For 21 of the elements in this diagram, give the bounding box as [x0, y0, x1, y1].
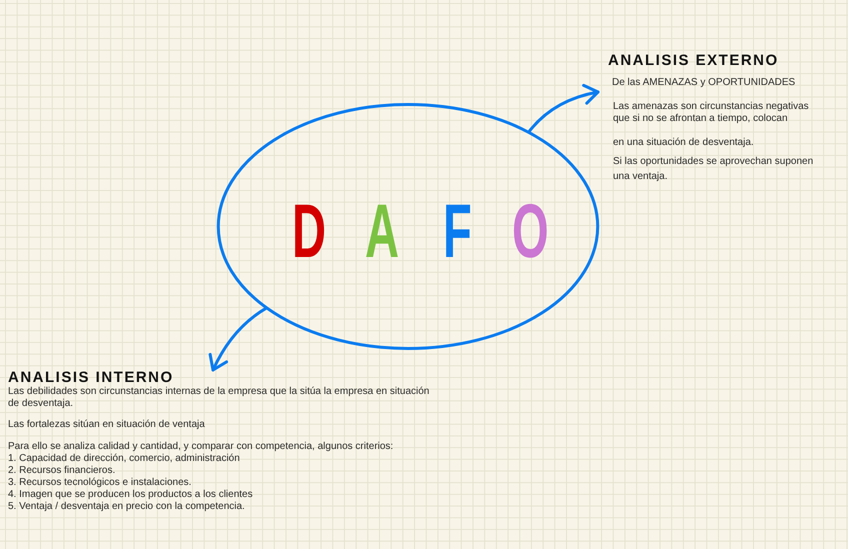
- section-heading: ANALISIS INTERNO: [8, 370, 174, 386]
- note-text: Si las oportunidades se aprovechan suponen una ventaja.: [613, 155, 814, 184]
- criteria-list-item: 4. Imagen que se producen los productos a los clientes: [8, 489, 253, 501]
- note-text: Las amenazas son circunstancias negativas que si no se afrontan a tiempo, colocan: [613, 101, 810, 125]
- dafo-letter: A: [365, 203, 400, 261]
- curved-arrow: [209, 306, 268, 372]
- section-heading: ANALISIS EXTERNO: [608, 52, 779, 70]
- dafo-letter: F: [443, 203, 472, 261]
- criteria-list-item: 5. Ventaja / desventaja en precio con la competencia.: [8, 501, 245, 513]
- note-text: Las debilidades son circunstancias internas de la empresa que la sitúa la empresa en situación de desventaja.: [8, 386, 430, 410]
- dafo-letter: D: [292, 203, 326, 261]
- curved-arrow: [527, 84, 600, 134]
- note-text: Para ello se analiza calidad y cantidad, y comparar con competencia, algunos criterios:: [8, 441, 394, 453]
- criteria-list-item: 2. Recursos financieros.: [8, 465, 116, 477]
- note-text: en una situación de desventaja.: [613, 137, 754, 149]
- criteria-list-item: 3. Recursos tecnológicos e instalaciones.: [8, 477, 192, 489]
- dafo-letter: O: [512, 203, 549, 261]
- criteria-list-item: 1. Capacidad de dirección, comercio, administración: [8, 453, 240, 465]
- oval-node: [216, 103, 600, 350]
- note-text: Las fortalezas sitúan en situación de ventaja: [8, 419, 205, 431]
- note-text: De las AMENAZAS y OPORTUNIDADES: [612, 77, 796, 89]
